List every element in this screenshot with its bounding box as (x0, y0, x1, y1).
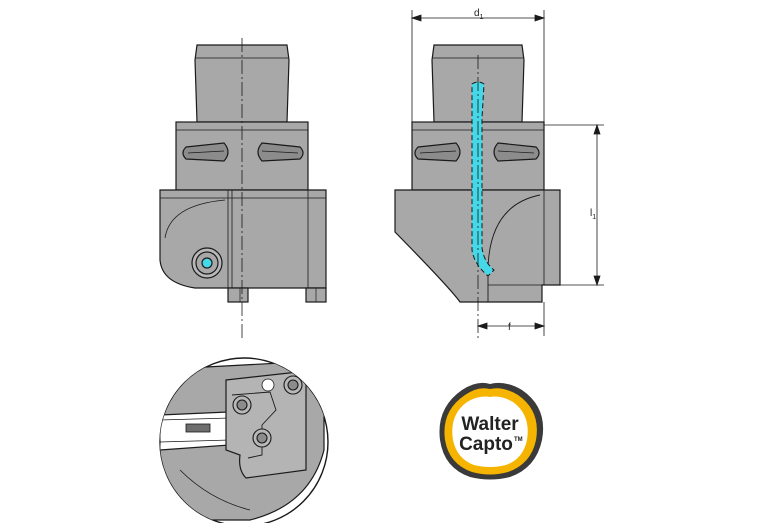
front-head (159, 189, 327, 289)
label-f: f (508, 322, 511, 333)
coolant-channel (471, 81, 495, 277)
logo-line2: Capto (459, 434, 513, 455)
dimension-f (476, 302, 546, 336)
dimension-l1 (544, 123, 604, 287)
detail-view (159, 357, 329, 523)
side-view (394, 44, 561, 303)
front-view (159, 44, 327, 303)
label-d1: d1 (474, 8, 484, 21)
coolant-outlet (201, 257, 213, 269)
logo-line1: Walter (461, 414, 519, 435)
walter-capto-logo: Walter Capto TM (439, 382, 544, 480)
logo-trademark: TM (514, 437, 523, 443)
label-l1: l1 (590, 208, 596, 221)
dimension-d1 (410, 10, 546, 122)
front-foot-left (227, 287, 249, 303)
